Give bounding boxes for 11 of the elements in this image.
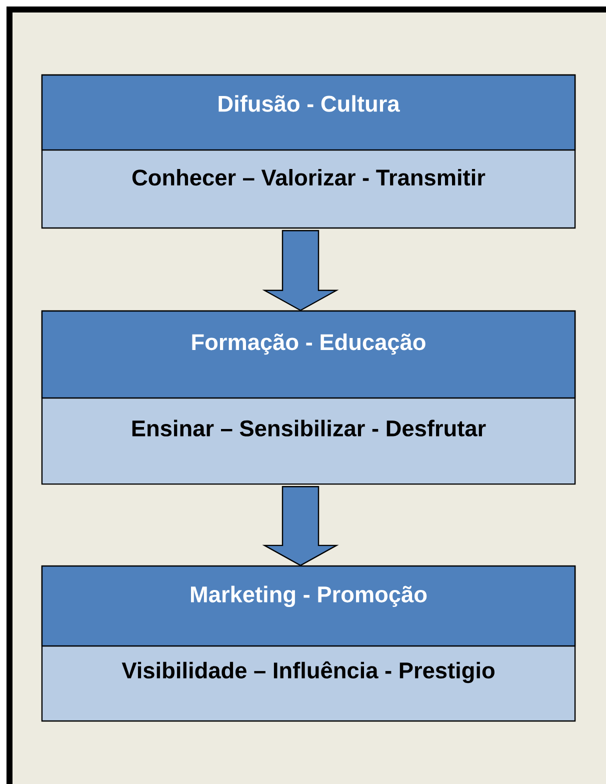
process-box xyxy=(41,74,576,229)
heading-text: Marketing - Promoção xyxy=(191,586,427,608)
heading-text: Formação - Educação xyxy=(192,334,426,355)
body-text: Ensinar – Sensibilizar - Desfrutar xyxy=(132,420,486,436)
process-box xyxy=(41,565,576,722)
block-arrow xyxy=(262,230,339,312)
process-box xyxy=(41,310,576,485)
block-arrow xyxy=(262,486,339,566)
body-text: Visibilidade – Influência - Prestigio xyxy=(122,661,494,684)
heading-text: Difusão - Cultura xyxy=(218,95,400,112)
body-text: Conhecer – Valorizar - Transmitir xyxy=(132,168,486,186)
